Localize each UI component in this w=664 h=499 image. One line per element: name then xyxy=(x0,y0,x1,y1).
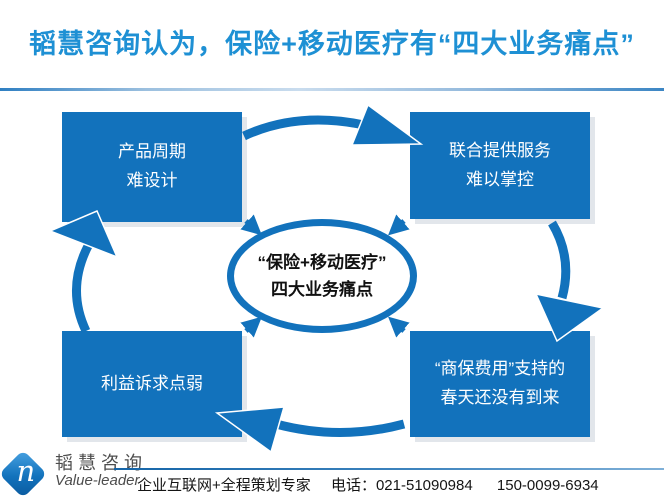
phone-label: 电话： xyxy=(330,477,376,494)
footer-contact: 企业互联网+全程策划专家 电话：021-51090984 150-0099-69… xyxy=(137,474,599,495)
pain-point-label: 联合提供服务难以掌控 xyxy=(449,140,551,189)
arc-bottom xyxy=(274,419,406,437)
phone-number: 021-51090984 xyxy=(375,477,473,494)
center-ellipse: “保险+移动医疗”四大业务痛点 xyxy=(227,219,417,333)
inward-arrow-bottom-right xyxy=(388,316,410,338)
inward-arrow-top-right xyxy=(388,214,410,236)
logo-letter: n xyxy=(16,454,36,489)
inward-arrow-bottom-left xyxy=(240,316,262,338)
arc-top xyxy=(242,115,365,141)
pain-point-box-bottom-right: “商保费用”支持的春天还没有到来 xyxy=(410,331,590,437)
pain-point-box-bottom-left: 利益诉求点弱 xyxy=(62,331,242,437)
pain-point-label: “商保费用”支持的春天还没有到来 xyxy=(434,359,566,407)
company-logo: n xyxy=(0,449,48,499)
page-title: 韬慧咨询认为，保险+移动医疗有“四大业务痛点” xyxy=(29,29,635,59)
pain-point-label: 利益诉求点弱 xyxy=(101,373,203,393)
footer-divider-line xyxy=(114,468,664,470)
title-underline xyxy=(0,88,664,91)
pain-point-box-top-left: 产品周期难设计 xyxy=(62,112,242,222)
footer-tagline: 企业互联网+全程策划专家 xyxy=(137,477,311,494)
arc-right xyxy=(548,220,571,300)
mobile-number: 150-0099-6934 xyxy=(496,477,599,494)
center-label: “保险+移动医疗”四大业务痛点 xyxy=(257,252,387,299)
pain-point-label: 产品周期难设计 xyxy=(118,142,186,190)
arc-left xyxy=(72,243,93,333)
pain-point-box-top-right: 联合提供服务难以掌控 xyxy=(410,112,590,219)
company-name-en: Value-leader xyxy=(55,472,140,489)
inward-arrow-top-left xyxy=(240,214,262,236)
